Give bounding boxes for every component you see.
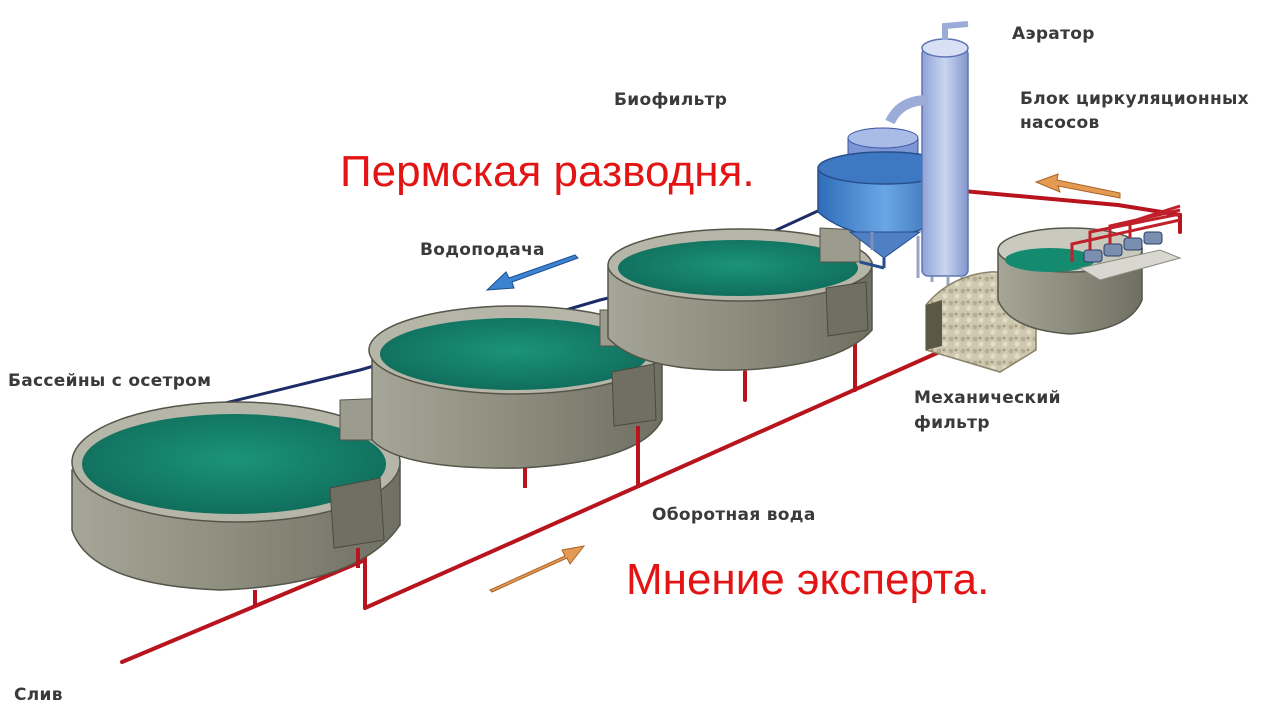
pump-block — [997, 204, 1182, 335]
pools-label: Бассейны с осетром — [8, 371, 212, 391]
orange-flow-arrow-icon — [489, 545, 586, 593]
biofilter-tank — [817, 127, 953, 282]
water-supply-label: Водоподача — [420, 240, 545, 260]
aerator-column — [885, 21, 969, 300]
pump-block-label-line1: Блок циркуляционных — [1020, 89, 1249, 109]
aerator-label: Аэратор — [1012, 24, 1095, 44]
pool-1 — [71, 397, 401, 606]
pump-block-label-line2: насосов — [1020, 113, 1100, 133]
recycled-water-pipe — [120, 188, 1182, 664]
pool-2 — [368, 305, 663, 488]
biofilter-label: Биофильтр — [614, 90, 728, 110]
overlay-title: Пермская разводня. — [340, 147, 755, 196]
blue-flow-arrow-icon — [485, 254, 579, 291]
orange-flow-arrow-icon — [1034, 173, 1121, 199]
recycled-water-label: Оборотная вода — [652, 505, 816, 525]
mechanical-filter-label-line1: Механический — [914, 388, 1061, 408]
drain-label: Слив — [14, 685, 63, 705]
pool-3 — [607, 227, 873, 371]
overlay-subtitle: Мнение эксперта. — [626, 555, 990, 604]
mechanical-filter-label-line2: фильтр — [914, 413, 990, 433]
